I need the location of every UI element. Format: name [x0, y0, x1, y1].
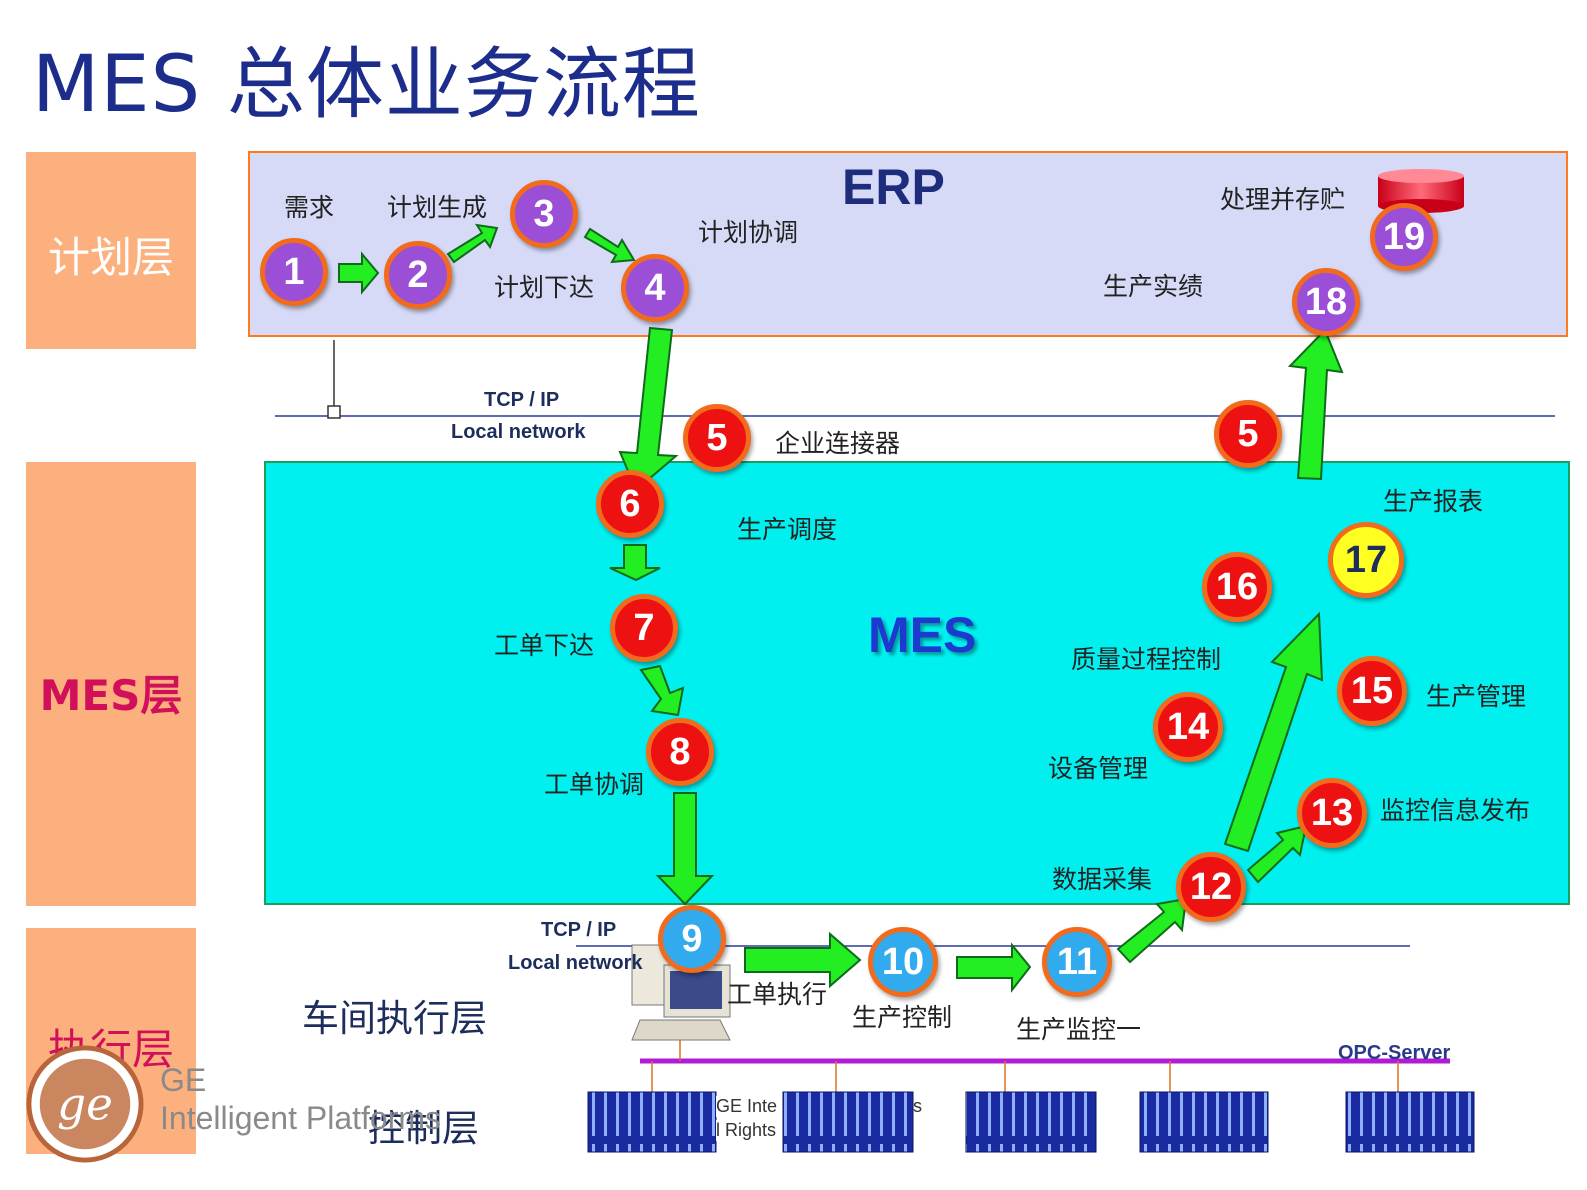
label-data-collection: 数据采集: [1052, 865, 1153, 894]
arrow-mes-18: [1287, 328, 1344, 481]
label-production-scheduling: 生产调度: [737, 515, 838, 544]
arrow-6-7: [609, 544, 661, 582]
node-10: 10: [868, 927, 938, 997]
plc-rack-icon: [782, 1091, 914, 1153]
plc-rack-icon: [965, 1091, 1097, 1153]
label-demand: 需求: [284, 193, 335, 222]
arrow-4-6: [618, 326, 679, 492]
ge-short-text: GE: [160, 1062, 207, 1098]
node-3: 3: [510, 180, 578, 248]
label-production-control: 生产控制: [852, 1003, 953, 1032]
node-13: 13: [1297, 778, 1367, 848]
mes-layer-label: MES层: [39, 671, 183, 720]
label-quality-control: 质量过程控制: [1071, 645, 1222, 674]
arrow-12-13: [1246, 824, 1308, 884]
planning-layer-panel: 计划层: [26, 152, 196, 349]
node-4: 4: [621, 254, 689, 322]
arrow-2-3: [446, 223, 499, 264]
arrow-11-12: [1116, 897, 1188, 964]
opc-server-label: OPC-Server: [1338, 1042, 1451, 1064]
label-work-order-execution: 工单执行: [727, 980, 828, 1009]
mes-title: MES: [868, 607, 977, 663]
plc-rack-icon: [1139, 1091, 1269, 1153]
arrow-1-2: [338, 251, 380, 295]
node-6: 6: [596, 470, 664, 538]
network-node-square: [327, 405, 341, 419]
label-production-results: 生产实绩: [1103, 272, 1204, 301]
label-plan-generate: 计划生成: [387, 193, 488, 222]
computer-icon: [631, 944, 731, 1041]
node-18: 18: [1292, 268, 1360, 336]
label-production-management: 生产管理: [1426, 682, 1527, 711]
node-2: 2: [384, 241, 452, 309]
node-15: 15: [1337, 656, 1407, 726]
label-workshop-execution-layer: 车间执行层: [302, 997, 487, 1040]
copyright-fragment-c: s: [913, 1096, 922, 1116]
arrow-3-4: [583, 227, 636, 264]
erp-title: ERP: [842, 159, 945, 215]
node-19: 19: [1370, 203, 1438, 271]
label-production-monitoring: 生产监控一: [1016, 1015, 1142, 1044]
ge-logo-icon: ge: [26, 1045, 144, 1163]
plc-rack-icon: [587, 1091, 717, 1153]
page-title: MES 总体业务流程: [32, 40, 701, 130]
node-11: 11: [1042, 927, 1112, 997]
node-14: 14: [1153, 692, 1223, 762]
arrow-8-9: [655, 792, 715, 906]
bottom-tcpip-label: TCP / IP: [541, 919, 617, 941]
arrow-10-11: [956, 942, 1032, 993]
node-17: 17: [1328, 522, 1404, 598]
label-equipment-management: 设备管理: [1048, 754, 1149, 783]
label-monitor-publish: 监控信息发布: [1380, 796, 1531, 825]
label-enterprise-connector: 企业连接器: [775, 429, 901, 458]
arrow-12-17: [1223, 611, 1324, 853]
plc-rack-icon: [1345, 1091, 1475, 1153]
svg-text:ge: ge: [57, 1078, 113, 1131]
ge-full-text: Intelligent Platforms: [160, 1100, 442, 1136]
node-1: 1: [260, 238, 328, 306]
planning-layer-label: 计划层: [47, 233, 174, 282]
flow-arrows: [338, 223, 1344, 993]
top-tcpip-label: TCP / IP: [484, 389, 560, 411]
node-9: 9: [658, 905, 726, 973]
node-16: 16: [1202, 552, 1272, 622]
label-work-order-release: 工单下达: [494, 631, 595, 660]
node-12: 12: [1176, 852, 1246, 922]
label-work-order-coordinate: 工单协调: [544, 770, 645, 799]
label-process-store: 处理并存贮: [1220, 185, 1346, 214]
bottom-local-network-label: Local network: [508, 952, 643, 974]
node-5-left: 5: [683, 404, 751, 472]
label-plan-release: 计划下达: [494, 273, 595, 302]
node-5-right: 5: [1214, 400, 1282, 468]
arrow-9-10: [744, 931, 862, 989]
database-icon: [1378, 169, 1464, 213]
arrow-7-8: [639, 664, 685, 717]
label-control-layer: 控制层: [368, 1107, 479, 1150]
node-8: 8: [646, 718, 714, 786]
mes-layer-panel: MES层: [26, 462, 196, 906]
plc-rack-group: [587, 1091, 1475, 1153]
copyright-fragment-b: l Rights: [716, 1120, 777, 1141]
label-production-report: 生产报表: [1383, 487, 1484, 516]
top-local-network-label: Local network: [451, 421, 586, 443]
copyright-fragment-a: GE Inte: [716, 1096, 778, 1117]
node-7: 7: [610, 594, 678, 662]
label-plan-coordinate: 计划协调: [698, 218, 799, 247]
